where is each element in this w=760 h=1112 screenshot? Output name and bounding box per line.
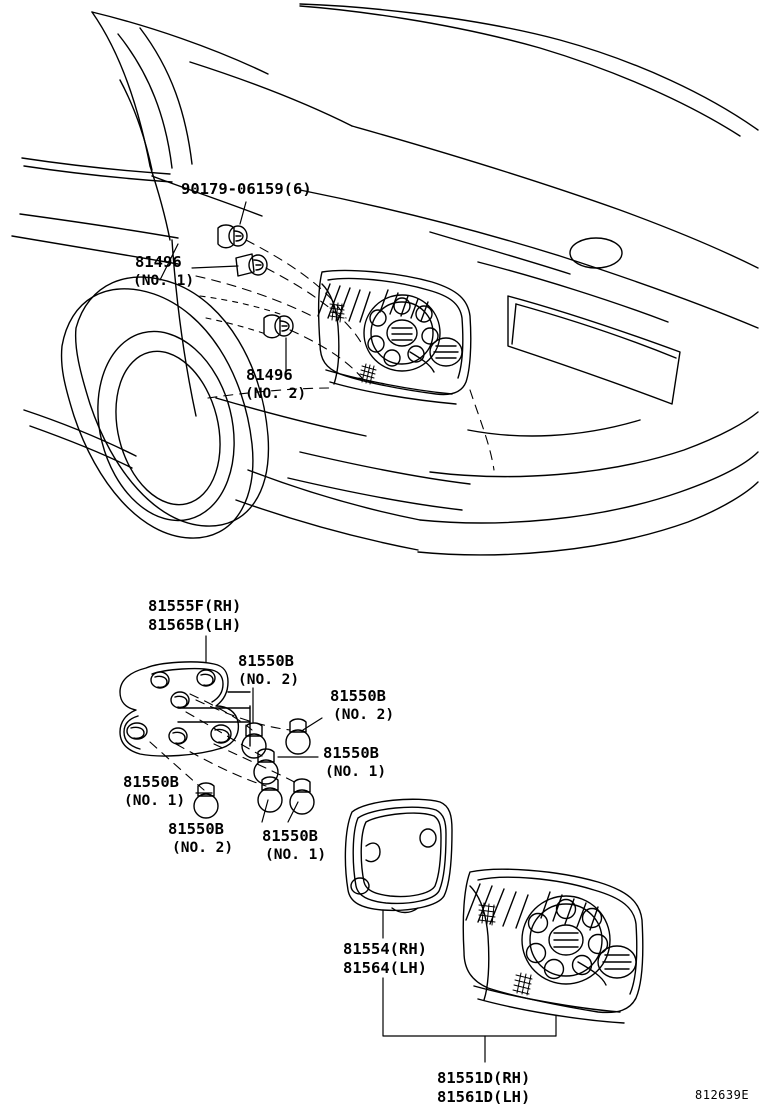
callout-bulb-a: 81550B bbox=[238, 652, 294, 670]
leader-bulb-b bbox=[302, 717, 323, 731]
leader-bulb-f bbox=[287, 801, 299, 823]
callout-bulb-b-note: (NO. 2) bbox=[333, 707, 395, 723]
callout-bulb-b: 81550B bbox=[330, 687, 386, 705]
screw-81496-1 bbox=[235, 253, 268, 277]
bulb-group bbox=[193, 718, 315, 819]
callout-81564: 81564(LH) bbox=[343, 959, 427, 977]
leader-bulb-e bbox=[261, 799, 269, 823]
leader-81496-1 bbox=[191, 265, 239, 269]
bulb-holder-plate bbox=[119, 661, 251, 757]
callout-81565b: 81565B(LH) bbox=[148, 616, 242, 634]
screw-81496-2 bbox=[263, 314, 294, 339]
bulb-d bbox=[193, 782, 219, 819]
callout-81554: 81554(RH) bbox=[343, 940, 427, 958]
callout-bulb-c-note: (NO. 1) bbox=[325, 764, 387, 780]
callout-bulb-f: 81550B bbox=[262, 827, 318, 845]
callout-81496-1: 81496 bbox=[135, 253, 182, 271]
bulb-b bbox=[285, 718, 311, 755]
callout-bulb-d-note: (NO. 1) bbox=[124, 793, 186, 809]
screw-90179 bbox=[217, 224, 248, 249]
callout-81496-1-note: (NO. 1) bbox=[133, 273, 195, 289]
installed-tail-lamp bbox=[317, 269, 472, 405]
callout-81496-2-note: (NO. 2) bbox=[245, 386, 307, 402]
exploded-tail-lamp bbox=[462, 868, 644, 1024]
callout-81496-2: 81496 bbox=[246, 366, 293, 384]
callout-bulb-a-note: (NO. 2) bbox=[238, 672, 300, 688]
bulb-e bbox=[257, 776, 283, 813]
callout-bulb-d: 81550B bbox=[123, 773, 179, 791]
callout-bulb-c: 81550B bbox=[323, 744, 379, 762]
bulb-a bbox=[241, 722, 267, 759]
bulb-c bbox=[253, 748, 279, 785]
callout-bulb-f-note: (NO. 1) bbox=[265, 847, 327, 863]
callout-81561d: 81561D(LH) bbox=[437, 1088, 531, 1106]
diagram-code: 812639E bbox=[695, 1088, 750, 1102]
bracket-81551d-left bbox=[382, 977, 557, 1037]
lamp-gasket bbox=[344, 798, 453, 914]
callout-90179: 90179-06159(6) bbox=[181, 180, 312, 198]
callout-bulb-e: 81550B bbox=[168, 820, 224, 838]
callout-81555f: 81555F(RH) bbox=[148, 597, 242, 615]
callout-81551d: 81551D(RH) bbox=[437, 1069, 531, 1087]
callout-bulb-e-note: (NO. 2) bbox=[172, 840, 234, 856]
car-body-outline bbox=[11, 3, 759, 556]
leader-90179 bbox=[239, 201, 247, 225]
bulb-f bbox=[289, 778, 315, 815]
